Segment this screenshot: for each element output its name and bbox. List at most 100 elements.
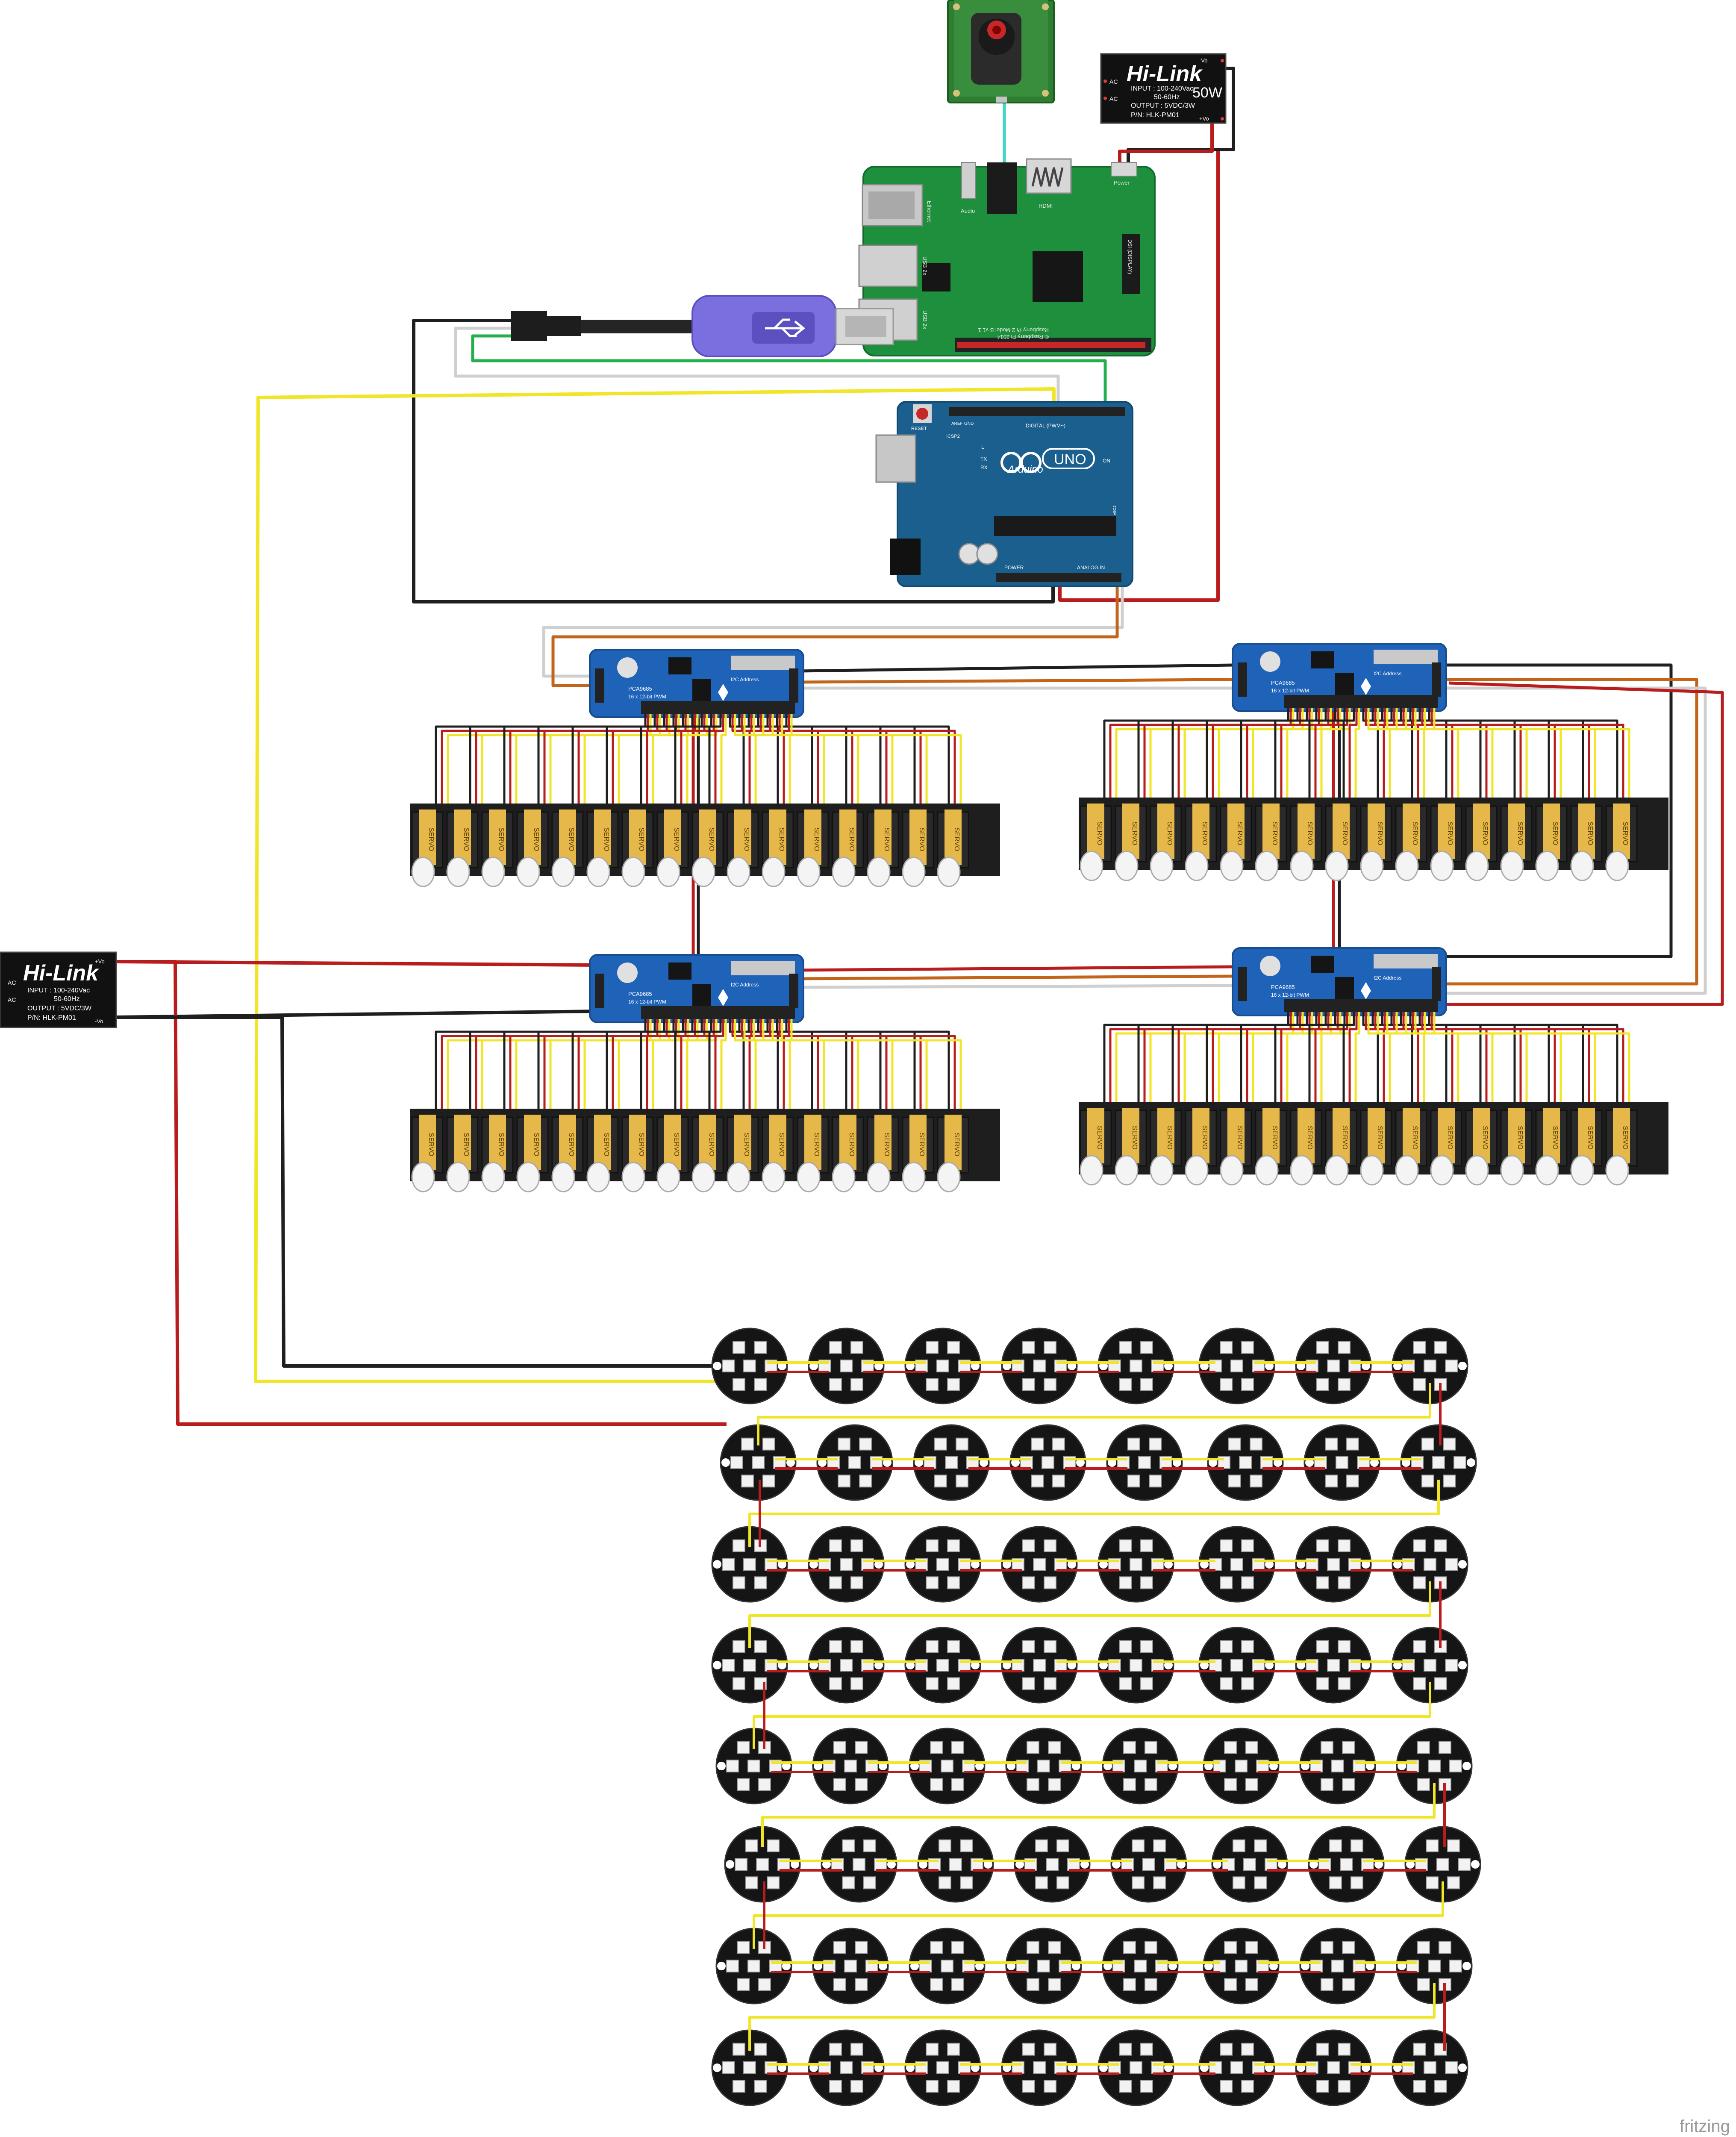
neopixel-led: [1233, 1839, 1245, 1852]
servo-label-sticker: [1087, 804, 1104, 859]
neopixel-led: [855, 1778, 868, 1791]
neopixel-led: [1127, 1475, 1140, 1488]
neopixel-led: [737, 1978, 750, 1991]
servo-horn: [621, 857, 645, 887]
neopixel-led: [859, 1437, 872, 1451]
arduino-label-l: L: [981, 444, 984, 450]
neopixel-led: [1048, 1941, 1061, 1954]
servo-label: SERVO: [1411, 821, 1418, 845]
neopixel-led: [838, 1475, 850, 1488]
driver-subtitle: 16 x 12-bit PWM: [628, 999, 666, 1005]
neopixel-jewel: [1005, 1728, 1082, 1804]
servo-horn: [656, 1162, 680, 1192]
servo-horn: [481, 1162, 505, 1192]
neopixel-jewel: [1106, 1424, 1183, 1501]
neopixel-led: [926, 1677, 939, 1690]
servo-label-sticker: [419, 1115, 436, 1170]
neopixel-led: [1153, 1876, 1166, 1890]
neopixel-jewel: [1198, 1328, 1275, 1404]
neopixel-led-center: [747, 1760, 760, 1772]
servo-wire: [1314, 1012, 1348, 1102]
servo-label: SERVO: [638, 827, 645, 851]
neopixel-led: [1220, 1576, 1233, 1590]
neopixel-led: [1443, 1437, 1456, 1451]
neopixel-led: [1022, 1640, 1035, 1653]
psu-left-freq: 50-60Hz: [54, 995, 79, 1003]
neopixel-led: [1316, 1640, 1329, 1653]
servo-label: SERVO: [1376, 821, 1383, 845]
neopixel-led: [758, 1778, 771, 1791]
neopixel-led: [1316, 1539, 1329, 1552]
neopixel-led: [1434, 1677, 1447, 1690]
neopixel-led-center: [1130, 1360, 1142, 1372]
neopixel-led: [1338, 1341, 1351, 1354]
neopixel-led-center: [1033, 1659, 1046, 1672]
servo-label: SERVO: [1306, 1126, 1313, 1150]
neopixel-led: [947, 1640, 960, 1653]
servo-label: SERVO: [918, 827, 925, 851]
servo-horn: [1395, 851, 1419, 881]
neopixel-led: [930, 1778, 943, 1791]
servo-label-sticker: [1368, 804, 1385, 859]
servo-label: SERVO: [603, 827, 610, 851]
neopixel-led: [1445, 1360, 1458, 1372]
neopixel-led: [726, 1760, 739, 1772]
neopixel-led: [1321, 1741, 1333, 1754]
servo-label-sticker: [1508, 804, 1525, 859]
neopixel-led-center: [1138, 1456, 1151, 1469]
rpi-label-usb-2: USB 2x: [922, 310, 928, 330]
neopixel-led-center: [936, 1659, 949, 1672]
servo-label: SERVO: [1271, 821, 1278, 845]
servo-horn: [1605, 851, 1629, 881]
neopixel-led: [1220, 1539, 1233, 1552]
neopixel-led-center: [1424, 1360, 1436, 1372]
neopixel-led: [1031, 1475, 1044, 1488]
neopixel-row-link-data: [761, 1783, 1436, 1847]
servo-label-sticker: [1578, 1108, 1595, 1163]
neopixel-led: [1351, 1839, 1363, 1852]
neopixel-led: [926, 1341, 939, 1354]
servo-label-sticker: [454, 809, 471, 865]
driver-capacitor: [1260, 651, 1280, 672]
servo-label: SERVO: [1551, 821, 1559, 845]
servo-label-sticker: [419, 809, 436, 865]
i2c-sda-wire: [542, 573, 1124, 678]
neopixel-row-link-data: [748, 1581, 1431, 1648]
neopixel-led: [947, 1539, 960, 1552]
servo-label: SERVO: [1096, 1126, 1103, 1150]
neopixel-led: [741, 1475, 754, 1488]
neopixel-led: [1224, 1778, 1237, 1791]
neopixel-jewel: [1098, 1526, 1174, 1603]
psu-top-pin-ac2: AC: [1109, 95, 1118, 102]
neopixel-led: [1245, 1778, 1258, 1791]
neopixel-led: [1119, 1378, 1132, 1391]
neopixel-led: [1220, 1378, 1233, 1391]
neopixel-pad: [717, 1762, 726, 1770]
neopixel-row-link-data: [757, 1383, 1431, 1445]
neopixel-jewel: [904, 1328, 981, 1404]
neopixel-led-center: [853, 1858, 865, 1871]
rpi-label-usb-1: USB 2x: [922, 256, 928, 276]
servo-horn: [446, 1162, 470, 1192]
neopixel-led: [926, 2043, 939, 2056]
driver-right-header: [1432, 967, 1441, 1001]
neopixel-led: [722, 1558, 735, 1571]
servo-label: SERVO: [813, 827, 820, 851]
servo-wire: [720, 1019, 727, 1109]
neopixel-jewel: [1207, 1424, 1284, 1501]
neopixel-jewel: [1303, 1424, 1380, 1501]
servo-label-sticker: [594, 809, 611, 865]
servo-wire: [1430, 708, 1624, 798]
neopixel-led: [1447, 1839, 1460, 1852]
servo-label: SERVO: [778, 1133, 785, 1157]
servo-label-sticker: [489, 809, 506, 865]
neopixel-led-center: [743, 1659, 756, 1672]
servo-wire: [652, 1019, 708, 1109]
neopixel-led: [1123, 1778, 1136, 1791]
neopixel-led: [842, 1839, 855, 1852]
servo-label: SERVO: [1236, 1126, 1243, 1150]
servo-label-sticker: [1613, 1108, 1630, 1163]
driver-chain-vcc-wire: [1440, 681, 1724, 1006]
servo-horn: [727, 1162, 750, 1192]
